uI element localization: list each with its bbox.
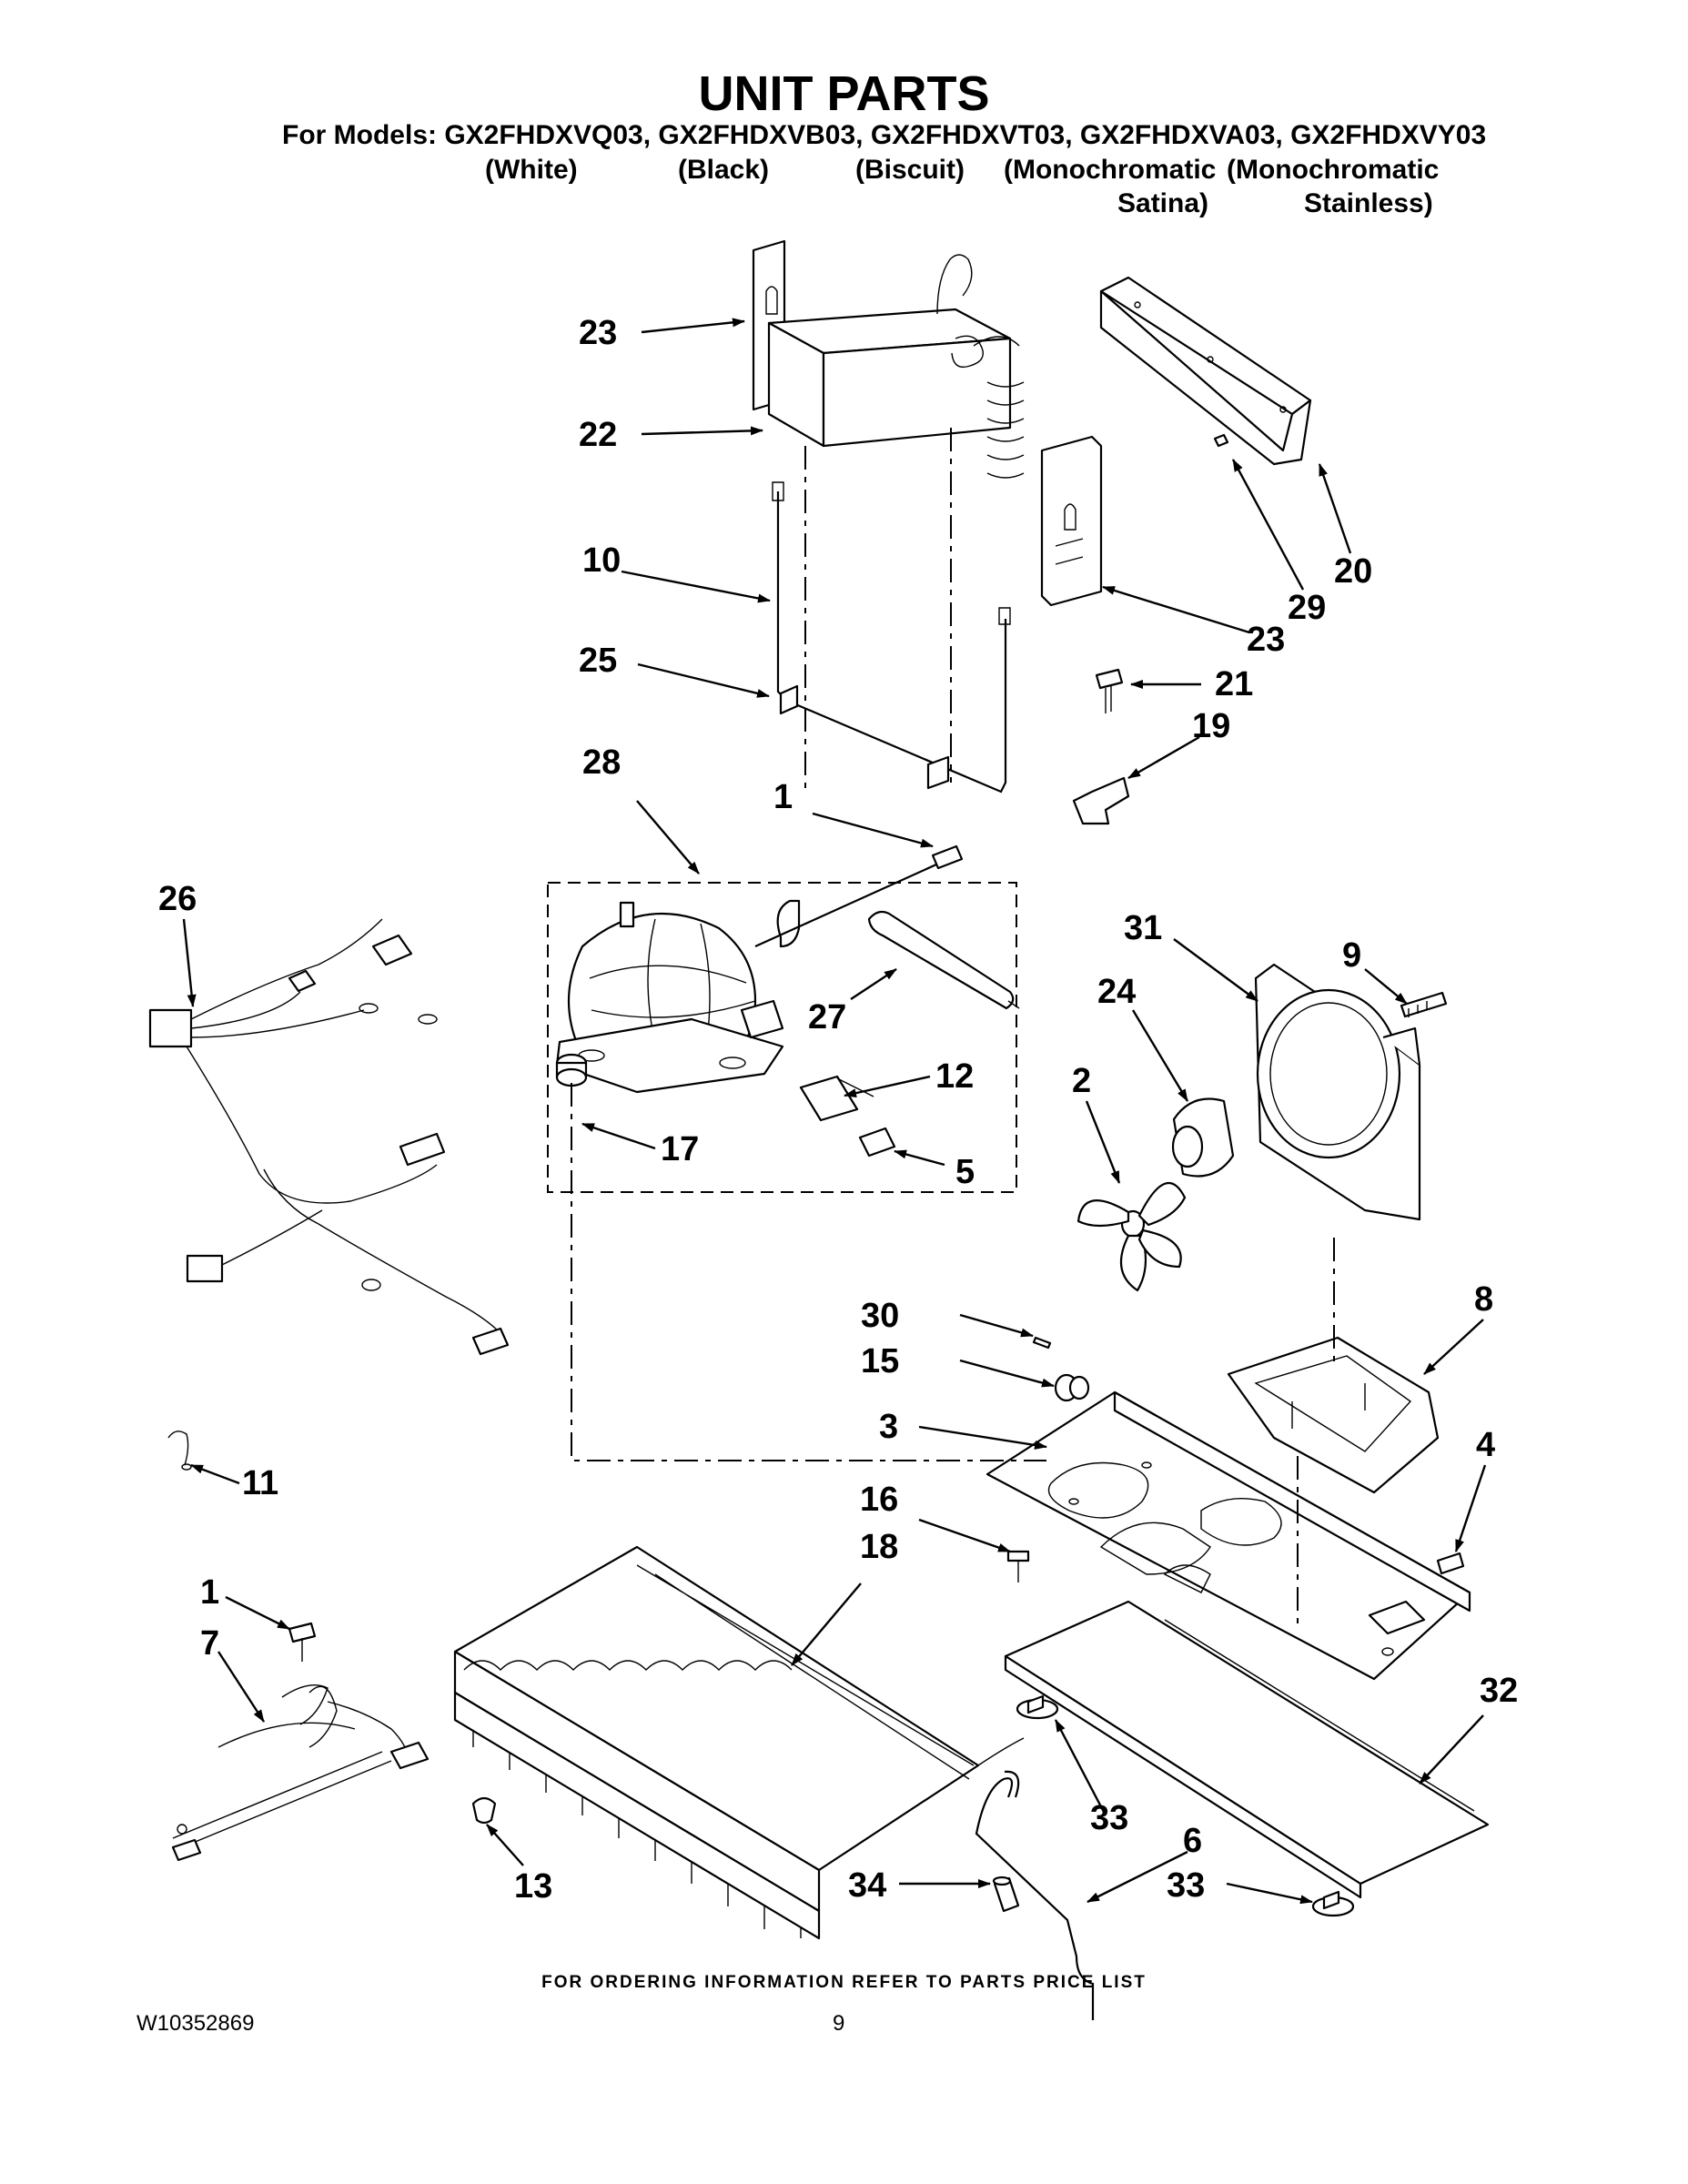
condenser-upper-assembly xyxy=(752,239,1025,794)
grommet-15 xyxy=(1054,1373,1090,1402)
relay-12 xyxy=(799,1075,874,1122)
overload-cover-5 xyxy=(858,1127,896,1158)
page-title: UNIT PARTS xyxy=(698,66,990,121)
callout-2: 2 xyxy=(1072,1062,1091,1100)
part-30 xyxy=(1032,1336,1052,1350)
color-satina-line2: Satina) xyxy=(1117,188,1209,218)
drain-tube-6 xyxy=(975,1770,1095,2020)
color-biscuit: (Biscuit) xyxy=(855,155,965,185)
callout-1-bottom: 1 xyxy=(200,1573,219,1612)
callout-5: 5 xyxy=(955,1153,975,1191)
compressor-kit-box-28 xyxy=(547,882,1017,1193)
callout-32: 32 xyxy=(1480,1672,1518,1710)
alignment-line-compressor xyxy=(571,1083,1046,1461)
grommet-17 xyxy=(555,1053,588,1087)
callout-6: 6 xyxy=(1183,1822,1202,1860)
callout-18: 18 xyxy=(860,1528,898,1566)
ground-wire-11 xyxy=(167,1431,192,1471)
drier-27 xyxy=(867,910,1020,1010)
callout-17: 17 xyxy=(661,1130,699,1168)
color-stainless-line1: (Monochromatic xyxy=(1227,155,1440,185)
callout-27: 27 xyxy=(808,998,846,1036)
cover-20 xyxy=(1099,276,1312,466)
document-number: W10352869 xyxy=(136,2011,255,2036)
screw-1-top xyxy=(931,844,964,870)
callout-1-top: 1 xyxy=(773,778,793,816)
callout-arrows xyxy=(182,318,1487,1905)
callout-15: 15 xyxy=(861,1342,899,1380)
base-plate-3 xyxy=(986,1390,1471,1681)
callout-26: 26 xyxy=(158,880,197,918)
clip-13 xyxy=(471,1796,497,1825)
color-white: (White) xyxy=(485,155,578,185)
wire-harness-7 xyxy=(171,1684,430,1862)
fan-motor-24 xyxy=(1171,1097,1235,1178)
callout-33-bottom: 33 xyxy=(1167,1866,1205,1905)
clip-33-right xyxy=(1311,1890,1355,1917)
fan-bracket-8 xyxy=(1227,1336,1440,1494)
callout-7: 7 xyxy=(200,1624,219,1663)
callout-31: 31 xyxy=(1124,909,1162,947)
screw-1-bottom xyxy=(288,1622,317,1662)
ordering-info: FOR ORDERING INFORMATION REFER TO PARTS … xyxy=(541,1973,1147,1992)
clip-19 xyxy=(1072,776,1130,825)
callout-8: 8 xyxy=(1474,1280,1493,1319)
screw-29 xyxy=(1213,433,1229,448)
callout-30: 30 xyxy=(861,1297,899,1335)
drain-pan-32 xyxy=(1004,1600,1490,1899)
screw-9 xyxy=(1400,991,1448,1018)
callout-16: 16 xyxy=(860,1481,898,1519)
callout-19: 19 xyxy=(1192,707,1230,745)
callout-11: 11 xyxy=(242,1464,278,1502)
callout-25: 25 xyxy=(579,642,617,680)
color-black: (Black) xyxy=(678,155,770,185)
callout-13: 13 xyxy=(514,1867,552,1906)
callout-21: 21 xyxy=(1215,665,1253,703)
screw-16 xyxy=(1006,1550,1030,1582)
callout-20: 20 xyxy=(1334,552,1372,591)
right-bracket-23 xyxy=(1040,435,1103,607)
callout-3: 3 xyxy=(879,1408,898,1446)
callout-24: 24 xyxy=(1097,973,1136,1011)
compressor xyxy=(555,858,947,1094)
color-stainless-line2: Stainless) xyxy=(1304,188,1433,218)
callout-22: 22 xyxy=(579,416,617,454)
callout-9: 9 xyxy=(1342,936,1361,975)
page-number: 9 xyxy=(833,2011,845,2036)
callout-34: 34 xyxy=(848,1866,886,1905)
fan-blade-2 xyxy=(1076,1181,1187,1292)
callout-4: 4 xyxy=(1476,1426,1495,1464)
callout-labels: 23 22 10 25 20 29 23 21 19 28 1 26 27 12… xyxy=(158,314,1518,1906)
callout-29: 29 xyxy=(1288,589,1326,627)
screw-4 xyxy=(1436,1552,1465,1575)
wire-harness-26 xyxy=(148,918,510,1356)
callout-23-top: 23 xyxy=(579,314,617,352)
clip-33-left xyxy=(1016,1694,1059,1720)
color-satina-line1: (Monochromatic xyxy=(1004,155,1217,185)
callout-33-top: 33 xyxy=(1090,1799,1128,1837)
callout-12: 12 xyxy=(935,1057,974,1096)
models-line: For Models: GX2FHDXVQ03, GX2FHDXVB03, GX… xyxy=(282,120,1487,150)
callout-10: 10 xyxy=(582,541,621,580)
screw-21 xyxy=(1095,668,1124,713)
condenser-18 xyxy=(453,1545,1025,1940)
callout-23-right: 23 xyxy=(1247,621,1285,659)
callout-28: 28 xyxy=(582,743,621,782)
fan-shroud-31 xyxy=(1254,963,1421,1221)
part-34 xyxy=(992,1876,1020,1913)
